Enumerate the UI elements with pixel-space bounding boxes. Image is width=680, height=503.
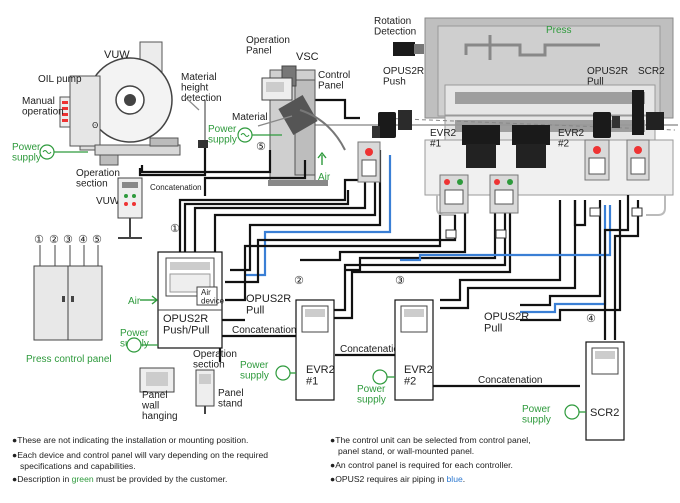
pendant-scr2 bbox=[626, 139, 650, 181]
note-4: ●The control unit can be selected from c… bbox=[330, 435, 533, 456]
evr2-1-control-panel bbox=[295, 299, 335, 401]
evr2-1-panel-number: ② bbox=[294, 275, 304, 287]
opus2r-control-panel bbox=[157, 251, 223, 349]
pcp-number-1: ① bbox=[34, 234, 44, 246]
number-5-label: ⑤ bbox=[256, 141, 266, 153]
note-6: ●OPUS2 requires air piping in blue. bbox=[330, 474, 465, 484]
note-5: ●An control panel is required for each c… bbox=[330, 460, 513, 470]
scr2-label: SCR2 bbox=[638, 66, 665, 77]
evr2-2-unit-label: EVR2#2 bbox=[404, 364, 433, 388]
vsc-straightener bbox=[261, 65, 346, 186]
vuw-operation-box bbox=[117, 177, 143, 239]
vuw-uncoiler: Ꙩ bbox=[59, 41, 181, 166]
concatenation-label-vuw: Concatenation bbox=[150, 183, 202, 192]
panel-stand bbox=[195, 369, 215, 414]
pcp-number-5: ⑤ bbox=[92, 234, 102, 246]
note-1: ●These are not indicating the installati… bbox=[12, 435, 248, 445]
scr2-control-panel bbox=[585, 341, 625, 441]
concatenation-label-1: Concatenation bbox=[232, 325, 297, 336]
panel-wall-hanging bbox=[139, 367, 175, 393]
material-label: Material bbox=[232, 112, 268, 123]
opus2r-air-label: Air bbox=[128, 296, 141, 307]
evr2-1-label: EVR2#1 bbox=[430, 128, 457, 150]
pcp-number-3: ③ bbox=[63, 234, 73, 246]
oil-pump-label: OIL pump bbox=[38, 74, 82, 85]
pendant-opus2r-pull bbox=[584, 139, 610, 181]
evr2-1-unit-label: EVR2#1 bbox=[306, 364, 335, 388]
evr2-2-panel-number: ③ bbox=[395, 275, 405, 287]
press-label: Press bbox=[546, 25, 572, 36]
opus2r-panel-number: ① bbox=[170, 223, 180, 235]
scr2-panel-number: ④ bbox=[586, 313, 596, 325]
pendant-opus2r-push bbox=[357, 141, 381, 183]
pcp-number-2: ② bbox=[49, 234, 59, 246]
vuw-top-label: VUW bbox=[104, 49, 130, 61]
opus2r-pull-feeder bbox=[593, 112, 620, 138]
press-control-panel bbox=[33, 245, 103, 341]
evr2-2-feeder bbox=[512, 125, 550, 168]
evr2-2-label: EVR2#2 bbox=[558, 128, 585, 150]
note-2: ●Each device and control panel will vary… bbox=[12, 450, 270, 471]
notes: ●These are not indicating the installati… bbox=[12, 435, 533, 484]
evr2-1-feeder bbox=[462, 125, 500, 168]
air-device bbox=[196, 286, 218, 306]
concatenation-label-3: Concatenation bbox=[478, 375, 543, 386]
vuw-bottom-label: VUW bbox=[96, 196, 120, 207]
evr2-2-control-panel bbox=[394, 299, 434, 401]
vsc-label: VSC bbox=[296, 51, 319, 63]
rotation-sensor bbox=[393, 42, 424, 56]
scr2-unit-top bbox=[632, 90, 664, 135]
icon-symbol: Ꙩ bbox=[92, 121, 98, 130]
vsc-air-label: Air bbox=[318, 172, 331, 183]
manual-operation-panel bbox=[59, 96, 71, 128]
pcp-number-4: ④ bbox=[78, 234, 88, 246]
concatenation-label-2: Concatenation bbox=[340, 344, 405, 355]
pendant-evr2-2 bbox=[489, 174, 519, 214]
press-control-panel-label: Press control panel bbox=[26, 354, 112, 365]
scr2-unit-label: SCR2 bbox=[590, 407, 619, 419]
pendant-evr2-1 bbox=[439, 174, 469, 214]
opus2r-push-feeder bbox=[372, 110, 412, 138]
note-3: ●Description in green must be provided b… bbox=[12, 474, 227, 484]
